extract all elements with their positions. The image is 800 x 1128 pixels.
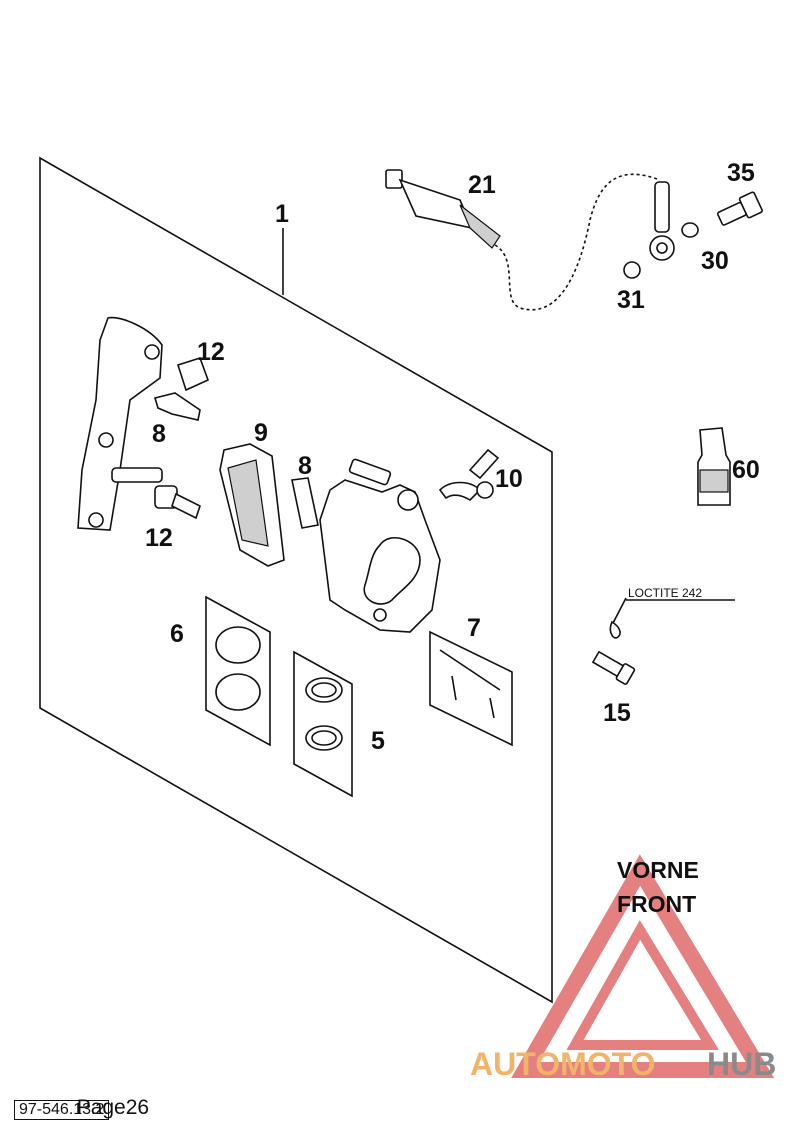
- front-label-en: FRONT: [617, 891, 696, 917]
- front-label-de: VORNE: [617, 857, 699, 883]
- caliper-bracket: [77, 316, 163, 531]
- callout-12-boot: 12: [197, 338, 225, 366]
- grease-bottle: [697, 427, 731, 506]
- watermark-logo: [511, 854, 775, 1078]
- piston-kit: [205, 595, 271, 747]
- callout-8-clip: 8: [152, 420, 166, 448]
- brake-hose: [385, 169, 661, 311]
- page-footer: 97-546.13.2 Page26: [14, 1096, 149, 1120]
- callout-35: 35: [727, 159, 755, 187]
- callout-6: 6: [170, 620, 184, 648]
- pad-spring-clip-top: [153, 392, 201, 421]
- bleeder-valve: [438, 448, 500, 502]
- callout-15: 15: [603, 699, 631, 727]
- page-number: Page26: [76, 1096, 150, 1119]
- guide-pin: [154, 485, 201, 520]
- guide-pin-boot: [176, 357, 210, 392]
- callout-12-pin: 12: [145, 524, 173, 552]
- callout-60: 60: [732, 456, 760, 484]
- brake-pad: [219, 443, 285, 567]
- callout-1: 1: [275, 200, 289, 228]
- callout-30: 30: [701, 247, 729, 275]
- caliper-bolt: [591, 597, 636, 685]
- pin-kit: [429, 630, 513, 747]
- watermark-text-hub: HUB: [707, 1046, 776, 1082]
- callout-10: 10: [495, 465, 523, 493]
- callout-31: 31: [617, 286, 645, 314]
- drawing-code: 97-546.13.2: [14, 1100, 110, 1120]
- callout-21: 21: [468, 171, 496, 199]
- kit-panel: [39, 156, 553, 1004]
- callout-5: 5: [371, 727, 385, 755]
- seal-kit: [293, 650, 353, 798]
- callout-7: 7: [467, 614, 481, 642]
- banjo-fitting: [623, 181, 763, 279]
- loctite-label: LOCTITE 242: [628, 586, 702, 600]
- watermark-text-automoto: AUTOMOTO: [470, 1046, 655, 1082]
- caliper-body: [319, 458, 441, 633]
- pad-spring-clip: [291, 477, 319, 529]
- callout-9: 9: [254, 419, 268, 447]
- callout-8-spring: 8: [298, 452, 312, 480]
